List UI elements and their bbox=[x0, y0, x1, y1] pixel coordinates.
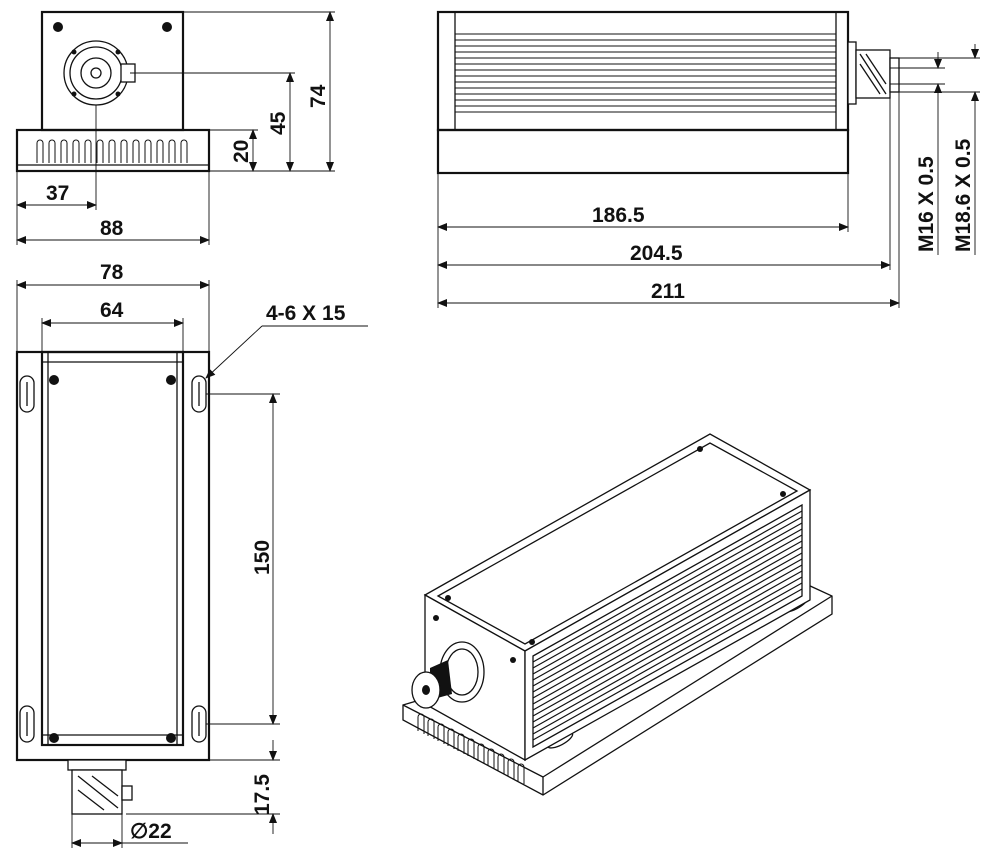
top-base-plate bbox=[15, 350, 211, 762]
screw-hole bbox=[510, 657, 516, 663]
label-20: 20 bbox=[230, 140, 253, 163]
top-body bbox=[40, 350, 185, 747]
screw-hole bbox=[780, 491, 786, 497]
front-body bbox=[40, 10, 185, 132]
label-thread-m18-6: M18.6 X 0.5 bbox=[952, 138, 975, 252]
connector-front bbox=[63, 40, 136, 106]
label-64: 64 bbox=[100, 299, 124, 322]
side-fins bbox=[455, 33, 836, 113]
leader-slots bbox=[205, 325, 263, 379]
screw-hole bbox=[166, 733, 176, 743]
label-150: 150 bbox=[251, 540, 274, 575]
iso-side-fins bbox=[532, 510, 803, 741]
label-37: 37 bbox=[46, 182, 69, 205]
label-211: 211 bbox=[651, 280, 685, 303]
front-view: 37 88 20 45 74 bbox=[15, 10, 335, 245]
heatsink-fins bbox=[36, 139, 188, 163]
iso-connector bbox=[411, 641, 485, 709]
connector-side bbox=[847, 41, 900, 105]
heatsink-base bbox=[15, 128, 211, 173]
label-thread-m16: M16 X 0.5 bbox=[915, 156, 938, 252]
screw-hole bbox=[529, 639, 535, 645]
isometric-view bbox=[402, 433, 833, 796]
screw-hole bbox=[49, 733, 59, 743]
label-78: 78 bbox=[100, 261, 124, 284]
label-d22: ∅22 bbox=[130, 820, 172, 843]
iso-base-fins bbox=[417, 713, 525, 784]
top-view: 78 64 4-6 X 15 150 17.5 ∅22 bbox=[15, 261, 368, 848]
label-slots: 4-6 X 15 bbox=[266, 302, 346, 325]
mounting-slots bbox=[19, 375, 207, 743]
screw-hole bbox=[49, 375, 59, 385]
screw-hole bbox=[697, 446, 703, 452]
label-204-5: 204.5 bbox=[630, 242, 683, 265]
label-45: 45 bbox=[267, 111, 290, 135]
screw-hole bbox=[53, 22, 63, 32]
screw-hole bbox=[162, 22, 172, 32]
screw-hole bbox=[433, 615, 439, 621]
screw-hole bbox=[445, 595, 451, 601]
label-186-5: 186.5 bbox=[592, 204, 645, 227]
side-base bbox=[436, 128, 850, 175]
connector-top bbox=[67, 759, 133, 815]
label-74: 74 bbox=[307, 84, 330, 108]
side-view: 186.5 204.5 211 M16 X 0.5 M18.6 X 0.5 bbox=[436, 10, 980, 308]
label-88: 88 bbox=[100, 217, 124, 240]
screw-hole bbox=[166, 375, 176, 385]
label-17-5: 17.5 bbox=[251, 774, 274, 815]
